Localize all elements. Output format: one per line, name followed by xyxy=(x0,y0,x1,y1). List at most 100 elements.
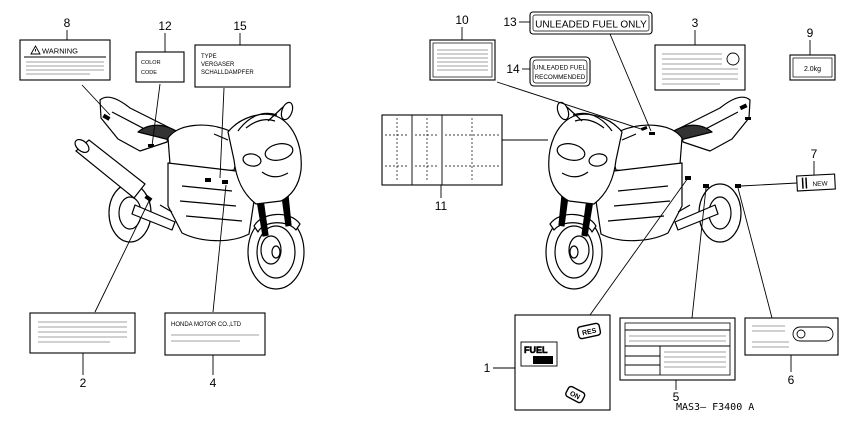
type-label-line2: VERGASER xyxy=(201,62,235,68)
capacity-label-inner-frame xyxy=(792,57,833,78)
callout-numbers: 8 12 15 2 4 10 13 14 3 9 7 11 1 5 6 xyxy=(64,13,818,404)
fuel-recommended-label-frame xyxy=(529,56,591,87)
callout-1: 1 xyxy=(484,361,491,375)
label-10-text-lines xyxy=(437,49,488,71)
fuel-only-label-inner-frame xyxy=(532,14,650,32)
label-5-inner-frame xyxy=(624,322,731,376)
label-position-mark xyxy=(102,113,111,121)
fuel-recommended-inner-frame xyxy=(532,59,588,84)
label-position-mark xyxy=(148,144,154,147)
label-10-inner-frame xyxy=(432,42,493,78)
label-2-text-lines xyxy=(38,321,127,343)
label-position-mark xyxy=(735,184,741,188)
off-sticker-text: OFF xyxy=(537,358,550,365)
callout-15: 15 xyxy=(233,19,247,33)
new-label-text: NEW xyxy=(812,180,828,188)
callout-11: 11 xyxy=(435,199,448,213)
leader-13-bike xyxy=(609,33,652,132)
callout-6: 6 xyxy=(788,373,795,387)
color-code-line1: COLOR xyxy=(141,60,161,66)
callout-14: 14 xyxy=(506,62,520,76)
leader-2-bike xyxy=(94,198,151,313)
fuel-recommended-line2: RECOMMENDED xyxy=(535,74,586,81)
callout-13: 13 xyxy=(503,15,517,29)
leader-8-bike xyxy=(81,84,111,116)
label-10-frame xyxy=(429,39,496,81)
fuel-only-label-text: UNLEADED FUEL ONLY xyxy=(535,20,647,31)
label-2-frame xyxy=(29,312,136,354)
label-3-text-lines xyxy=(662,53,738,85)
label-6-slot-icon xyxy=(792,326,834,342)
leader-7-bike xyxy=(740,182,798,187)
color-code-label: COLOR CODE xyxy=(135,51,185,83)
callout-8: 8 xyxy=(64,16,71,30)
label-5-frame xyxy=(619,317,736,381)
type-label-line3: SCHALLDAMPFER xyxy=(201,70,254,76)
callout-10: 10 xyxy=(455,13,469,27)
res-sticker-text: RES xyxy=(582,327,598,337)
label-position-mark xyxy=(205,178,211,182)
fuel-off-sticker: FUEL OFF xyxy=(520,341,558,367)
callout-4: 4 xyxy=(210,376,217,390)
off-sticker-band xyxy=(533,356,553,364)
label-position-mark xyxy=(745,117,751,120)
maker-label-text: HONDA MOTOR CO.,LTD xyxy=(171,322,242,328)
capacity-label-text: 2.0kg xyxy=(804,66,821,73)
label-position-mark xyxy=(739,103,748,111)
motorcycle-right-side-view xyxy=(74,96,305,290)
capacity-label-frame xyxy=(789,54,836,81)
leader-lines xyxy=(66,21,815,390)
exhaust-end-cap xyxy=(74,138,90,154)
fuel-valve-label: FUEL OFF RES ON xyxy=(514,314,611,411)
label-6 xyxy=(744,317,839,356)
color-code-line2: CODE xyxy=(141,70,157,76)
leader-12-bike xyxy=(151,83,161,147)
label-11 xyxy=(381,114,503,186)
callout-5: 5 xyxy=(673,390,680,404)
type-label-frame xyxy=(194,44,291,88)
fuel-recommended-label: UNLEADED FUEL RECOMMENDED xyxy=(529,56,591,87)
leader-1-bike xyxy=(589,177,689,316)
callout-2: 2 xyxy=(80,376,87,390)
leader-10-bike xyxy=(496,81,645,131)
fuel-recommended-line1: UNLEADED FUEL xyxy=(534,65,587,72)
capacity-label: 2.0kg xyxy=(789,54,836,81)
label-position-mark xyxy=(649,132,655,135)
label-3 xyxy=(654,44,746,91)
label-11-dashed-lines xyxy=(385,118,499,182)
leader-5-bike xyxy=(691,187,707,319)
fuel-only-label-frame xyxy=(529,11,653,35)
label-position-mark xyxy=(222,180,228,184)
label-position-mark xyxy=(703,184,709,188)
callout-9: 9 xyxy=(807,26,814,40)
warning-triangle-icon xyxy=(30,45,41,55)
leader-4-bike xyxy=(212,184,227,313)
label-6-knob-icon xyxy=(796,329,806,339)
type-label-line1: TYPE xyxy=(201,54,217,60)
callout-7: 7 xyxy=(811,147,818,161)
label-5-text-lines xyxy=(629,335,726,342)
callout-12: 12 xyxy=(158,19,172,33)
new-label-bar xyxy=(805,177,808,189)
maker-label-frame xyxy=(164,312,266,356)
label-6-frame xyxy=(744,317,839,356)
callout-3: 3 xyxy=(692,16,699,30)
fuel-only-label: UNLEADED FUEL ONLY xyxy=(529,11,653,35)
label-position-mark xyxy=(144,194,153,202)
fuel-sticker-text: FUEL xyxy=(524,345,548,355)
on-sticker-text: ON xyxy=(568,390,581,401)
type-label: TYPE VERGASER SCHALLDAMPFER xyxy=(194,44,291,88)
warning-label-text-lines xyxy=(26,61,104,75)
res-sticker: RES xyxy=(576,322,602,340)
part-code: MAS3— F3400 A xyxy=(676,402,754,413)
color-code-label-frame xyxy=(135,51,185,83)
leader-15-bike xyxy=(219,87,225,179)
motorcycle-body-right xyxy=(545,96,751,290)
label-3-circle-icon xyxy=(726,52,740,66)
new-label-bar xyxy=(801,177,804,189)
label-6-text-lines xyxy=(752,325,789,348)
warning-label: WARNING xyxy=(19,39,111,81)
label-3-frame xyxy=(654,44,746,91)
label-10 xyxy=(429,39,496,81)
